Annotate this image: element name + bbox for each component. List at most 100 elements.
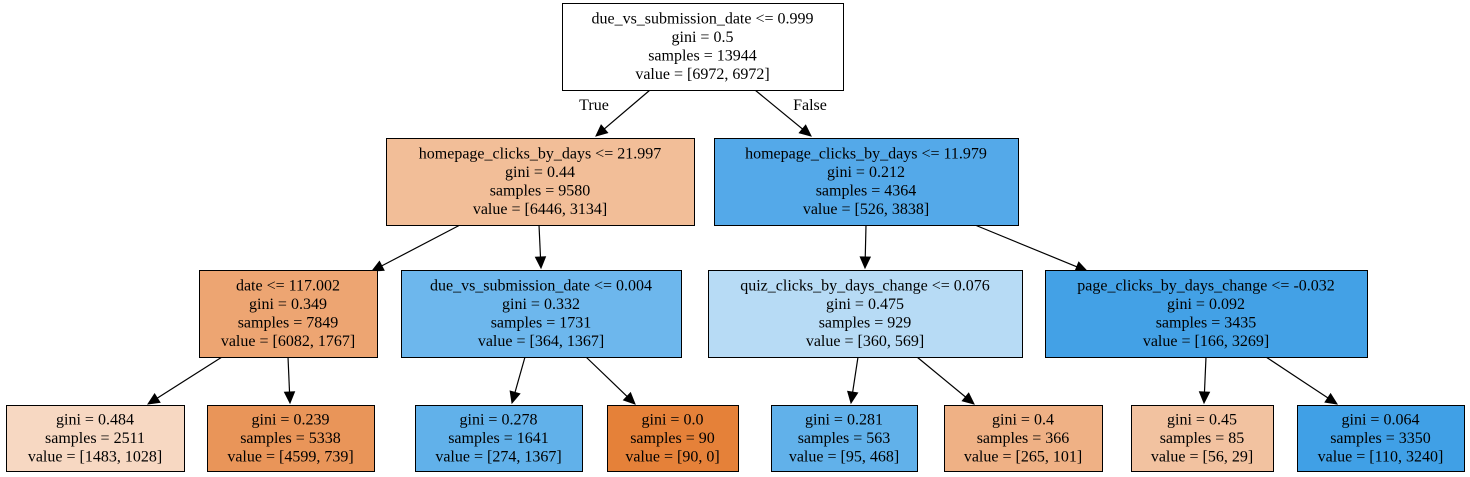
edge-n2-to-n5 — [859, 224, 872, 270]
node-stat-line: gini = 0.5 — [672, 29, 734, 46]
node-stat-line: gini = 0.0 — [642, 411, 704, 428]
edge-n3-to-n8 — [283, 356, 296, 405]
node-stat-line: value = [110, 3240] — [1318, 448, 1444, 465]
edge-line — [974, 224, 1078, 268]
node-box — [386, 138, 695, 226]
edge-line — [1265, 356, 1329, 399]
node-stat-line: samples = 366 — [977, 430, 1070, 447]
node-stat-line: samples = 3435 — [1156, 315, 1257, 332]
edge-n1-to-n4 — [534, 224, 547, 270]
node-stat-line: value = [274, 1367] — [435, 448, 561, 465]
node-split-condition: page_clicks_by_days_change <= -0.032 — [1077, 278, 1335, 295]
node-box — [944, 405, 1103, 472]
node-box — [199, 270, 378, 358]
node-stat-line: gini = 0.092 — [1167, 296, 1245, 313]
edge-line — [538, 224, 542, 258]
node-stat-line: gini = 0.278 — [460, 411, 538, 428]
node-stat-line: samples = 85 — [1160, 430, 1245, 447]
node-box — [607, 405, 739, 472]
edge-line — [864, 224, 867, 258]
arrow-head-icon — [146, 392, 161, 405]
node-stat-line: value = [166, 3269] — [1143, 333, 1269, 350]
edge-n4-to-n9 — [509, 356, 526, 405]
node-stat-line: gini = 0.212 — [827, 164, 905, 181]
node-stat-line: gini = 0.45 — [1167, 411, 1237, 428]
node-split-condition: due_vs_submission_date <= 0.004 — [430, 278, 652, 295]
node-stat-line: gini = 0.475 — [826, 296, 904, 313]
edge-label-false: False — [793, 97, 827, 114]
node-split-condition: date <= 117.002 — [236, 278, 340, 295]
node-stat-line: value = [90, 0] — [625, 448, 719, 465]
node-stat-line: samples = 5338 — [240, 430, 341, 447]
edge-line — [603, 89, 651, 130]
arrow-head-icon — [509, 390, 521, 405]
arrow-head-icon — [798, 124, 812, 137]
node-stat-line: value = [364, 1367] — [478, 333, 604, 350]
arrow-head-icon — [595, 124, 609, 137]
node-stat-line: value = [526, 3838] — [803, 201, 929, 218]
node-stat-line: gini = 0.332 — [502, 296, 580, 313]
edge-n4-to-n10 — [585, 356, 636, 405]
arrow-head-icon — [859, 256, 872, 270]
node-stat-line: samples = 2511 — [45, 430, 145, 447]
node-stat-line: samples = 9580 — [490, 183, 591, 200]
node-box — [714, 138, 1019, 226]
edge-line — [381, 224, 461, 267]
arrow-head-icon — [847, 390, 859, 405]
arrow-head-icon — [534, 256, 547, 270]
node-box — [415, 405, 583, 472]
node-split-condition: quiz_clicks_by_days_change <= 0.076 — [740, 278, 990, 295]
node-stat-line: value = [6082, 1767] — [221, 333, 355, 350]
node-stat-line: samples = 1731 — [491, 315, 592, 332]
edge-n6-to-n13 — [1198, 356, 1211, 405]
edge-n0-to-n2: False — [754, 89, 827, 137]
node-box — [6, 405, 185, 472]
node-stat-line: value = [56, 29] — [1151, 448, 1253, 465]
node-stat-line: gini = 0.239 — [252, 411, 330, 428]
node-box — [708, 270, 1023, 358]
node-stat-line: samples = 3350 — [1330, 430, 1431, 447]
arrow-head-icon — [1198, 391, 1211, 405]
node-stat-line: value = [6446, 3134] — [473, 201, 607, 218]
node-stat-line: gini = 0.44 — [505, 164, 575, 181]
edge-line — [1203, 356, 1207, 393]
node-stat-line: samples = 563 — [798, 430, 891, 447]
arrow-head-icon — [961, 392, 975, 405]
node-split-condition: homepage_clicks_by_days <= 21.997 — [419, 146, 661, 163]
node-box — [1131, 405, 1274, 472]
edge-line — [156, 356, 223, 399]
node-split-condition: homepage_clicks_by_days <= 11.979 — [745, 146, 987, 163]
arrow-head-icon — [370, 260, 385, 272]
edge-line — [852, 356, 859, 393]
node-stat-line: samples = 90 — [630, 430, 715, 447]
arrow-head-icon — [1324, 392, 1339, 405]
node-stat-line: gini = 0.349 — [249, 296, 327, 313]
node-stat-line: gini = 0.064 — [1342, 411, 1420, 428]
node-stat-line: value = [6972, 6972] — [635, 66, 769, 83]
edge-n5-to-n12 — [916, 356, 975, 405]
node-box — [207, 405, 375, 472]
node-stat-line: gini = 0.484 — [56, 411, 134, 428]
edge-n6-to-n14 — [1265, 356, 1339, 405]
edge-n2-to-n6 — [974, 224, 1089, 272]
edge-line — [514, 356, 526, 393]
edge-line — [287, 356, 291, 393]
node-stat-line: samples = 13944 — [648, 48, 757, 65]
node-box — [562, 3, 844, 91]
edge-line — [585, 356, 628, 397]
edge-n3-to-n7 — [146, 356, 223, 405]
